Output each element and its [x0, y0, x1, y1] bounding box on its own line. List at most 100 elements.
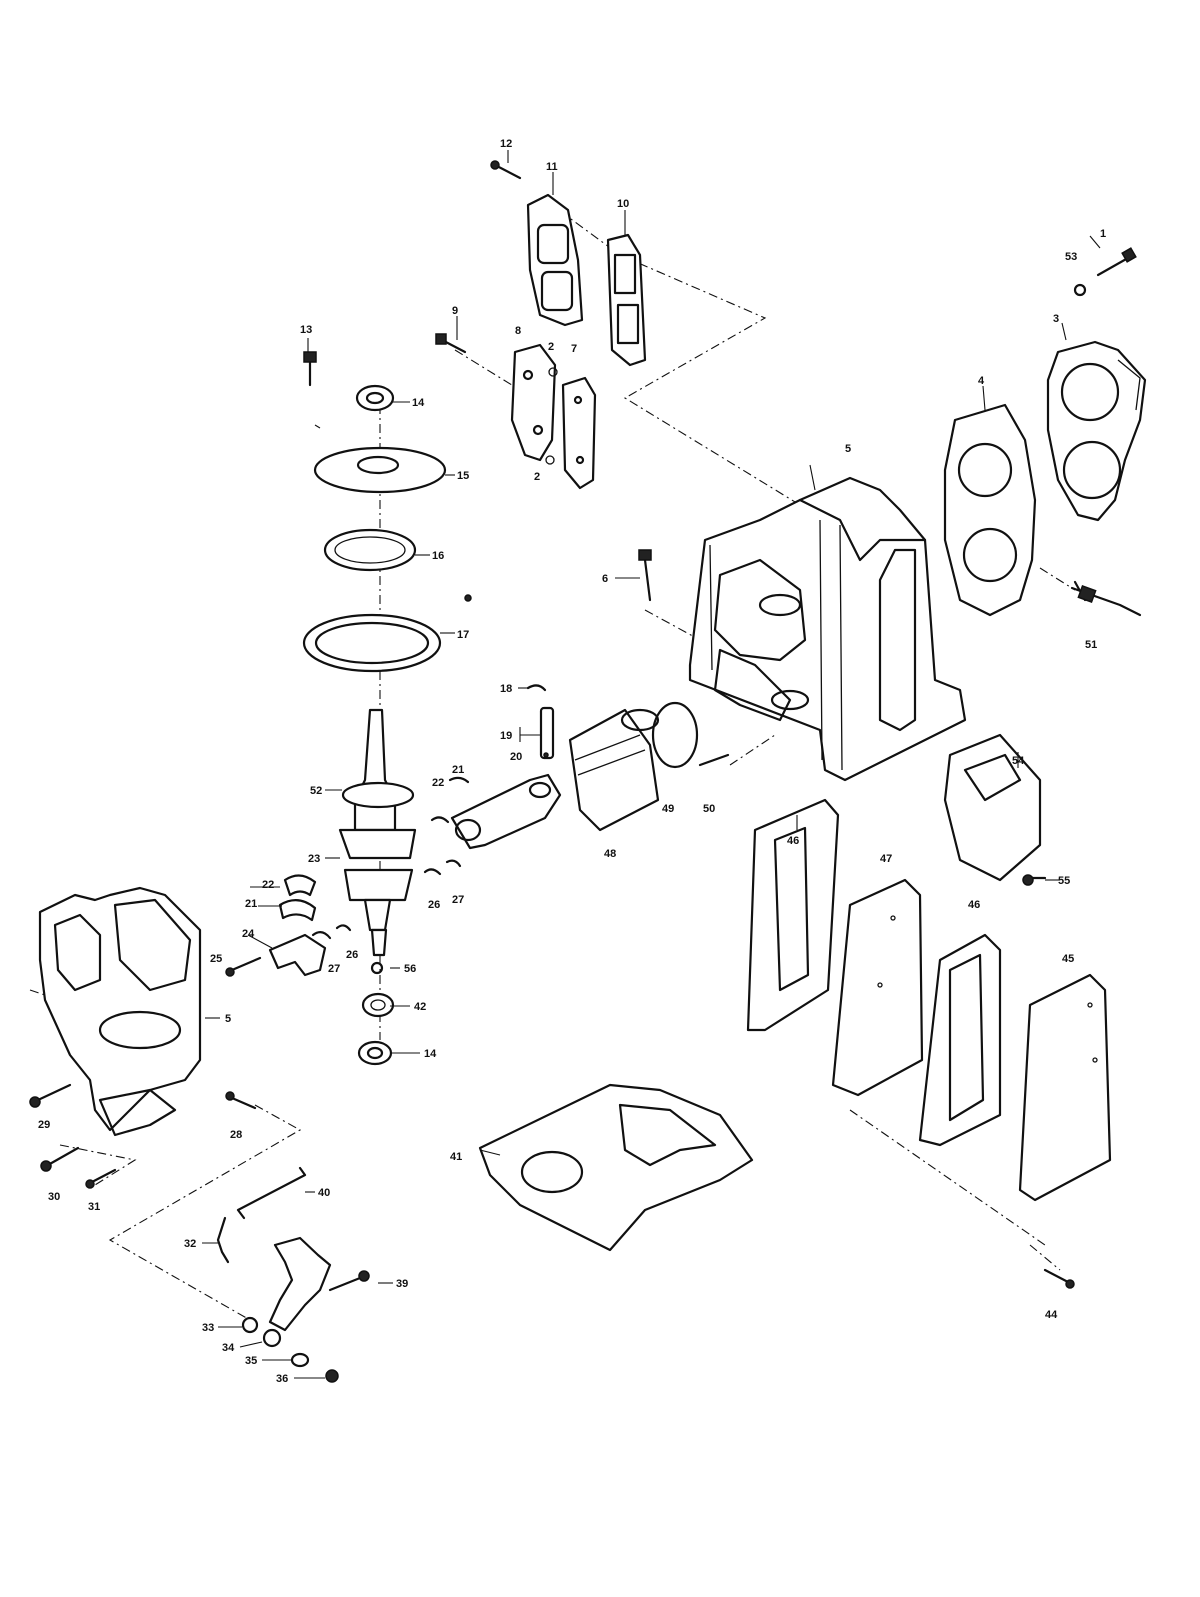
callout-27-lower: 27 [328, 963, 340, 975]
reed-plate [510, 343, 557, 462]
callout-9: 9 [452, 305, 458, 317]
callout-32: 32 [184, 1238, 196, 1250]
callout-3: 3 [1053, 313, 1059, 325]
callout-2-lower: 2 [534, 471, 540, 483]
base-gasket [478, 1083, 754, 1252]
manifold-gasket [606, 233, 647, 367]
callout-54: 54 [1012, 755, 1025, 767]
callout-24: 24 [242, 928, 255, 940]
callout-31: 31 [88, 1201, 100, 1213]
callout-50: 50 [703, 803, 715, 815]
callout-26-upper: 26 [428, 899, 440, 911]
lower-seal [357, 1040, 393, 1066]
cap-bearing-halves [311, 924, 352, 940]
callout-12: 12 [500, 138, 512, 150]
callout-19: 19 [500, 730, 512, 742]
cylinder-head-cover [1046, 340, 1147, 522]
washers [545, 367, 558, 465]
callout-39: 39 [396, 1278, 408, 1290]
crankshaft [338, 708, 417, 957]
callout-26-lower: 26 [346, 949, 358, 961]
baffle-screw [1043, 1268, 1075, 1289]
callout-5-block: 5 [845, 443, 851, 455]
case-screws [29, 1083, 257, 1189]
intake-screw [490, 160, 522, 180]
rod-cap [268, 933, 327, 977]
piston [568, 708, 660, 832]
callout-45: 45 [1062, 953, 1074, 965]
lower-bearing [361, 992, 395, 1018]
callout-22-lower: 22 [262, 879, 274, 891]
callout-20: 20 [510, 751, 522, 763]
outer-exhaust-gasket [746, 798, 840, 1032]
callout-leader-lines [202, 150, 1101, 1379]
callout-18: 18 [500, 683, 512, 695]
exhaust-baffle [1018, 973, 1112, 1202]
callout-23: 23 [308, 853, 320, 865]
wrist-pin [539, 706, 555, 760]
callout-53: 53 [1065, 251, 1077, 263]
throttle-cam [268, 1236, 332, 1332]
callout-42: 42 [414, 1001, 426, 1013]
callout-21-upper: 21 [452, 764, 464, 776]
linkage-rod [236, 1166, 307, 1220]
callout-5-case: 5 [225, 1013, 231, 1025]
rod-bearing-cages-upper [430, 776, 470, 824]
callout-1: 1 [1100, 228, 1106, 240]
callout-52: 52 [310, 785, 322, 797]
spark-plug [1070, 580, 1142, 617]
callout-13: 13 [300, 324, 312, 336]
callout-51: 51 [1085, 639, 1097, 651]
intake-manifold [526, 193, 584, 327]
callout-34: 34 [222, 1342, 235, 1354]
cover-screw [1022, 874, 1047, 886]
callout-30: 30 [48, 1191, 60, 1203]
part-callouts: 1 53 3 4 51 12 11 10 9 8 2 7 2 13 14 15 … [38, 138, 1106, 1385]
callout-10: 10 [617, 198, 629, 210]
callout-17: 17 [457, 629, 469, 641]
cap-screw [225, 956, 262, 977]
callout-49: 49 [662, 803, 674, 815]
callout-28: 28 [230, 1129, 242, 1141]
cam-screw [328, 1270, 370, 1292]
callout-14-upper: 14 [412, 397, 425, 409]
callout-16: 16 [432, 550, 444, 562]
callout-21-lower: 21 [245, 898, 257, 910]
cam-hardware [241, 1316, 339, 1383]
callout-47: 47 [880, 853, 892, 865]
callout-36: 36 [276, 1373, 288, 1385]
callout-56: 56 [404, 963, 416, 975]
reed-screw [435, 333, 467, 354]
callout-14-lower: 14 [424, 1048, 437, 1060]
piston-ring [651, 701, 699, 769]
callout-8: 8 [515, 325, 521, 337]
main-bearing-cage [278, 874, 317, 922]
plate-screw [303, 351, 317, 387]
callout-29: 29 [38, 1119, 50, 1131]
dowel-pin [698, 753, 730, 767]
callout-46-outer: 46 [787, 835, 799, 847]
callout-27-upper: 27 [452, 894, 464, 906]
head-bolt [1073, 247, 1137, 297]
plate-gasket [323, 528, 417, 572]
callout-40: 40 [318, 1187, 330, 1199]
wrist-pin-clip [526, 684, 547, 692]
retainer-ring [302, 613, 442, 673]
callout-33: 33 [202, 1322, 214, 1334]
callout-55: 55 [1058, 875, 1070, 887]
connecting-rod [450, 773, 562, 850]
crankcase-bolt [638, 549, 652, 602]
callout-2-upper: 2 [548, 341, 554, 353]
lower-crankcase-half [38, 886, 202, 1137]
rod-bearing-cages-lower [423, 859, 462, 876]
callout-22-upper: 22 [432, 777, 444, 789]
callout-4: 4 [978, 375, 985, 387]
callout-25: 25 [210, 953, 222, 965]
callout-35: 35 [245, 1355, 257, 1367]
crankcase-block [688, 476, 967, 782]
clip [216, 1216, 230, 1264]
rod-bearing-dot [543, 752, 549, 758]
inner-exhaust-gasket [918, 933, 1002, 1147]
locating-pin [464, 594, 472, 602]
